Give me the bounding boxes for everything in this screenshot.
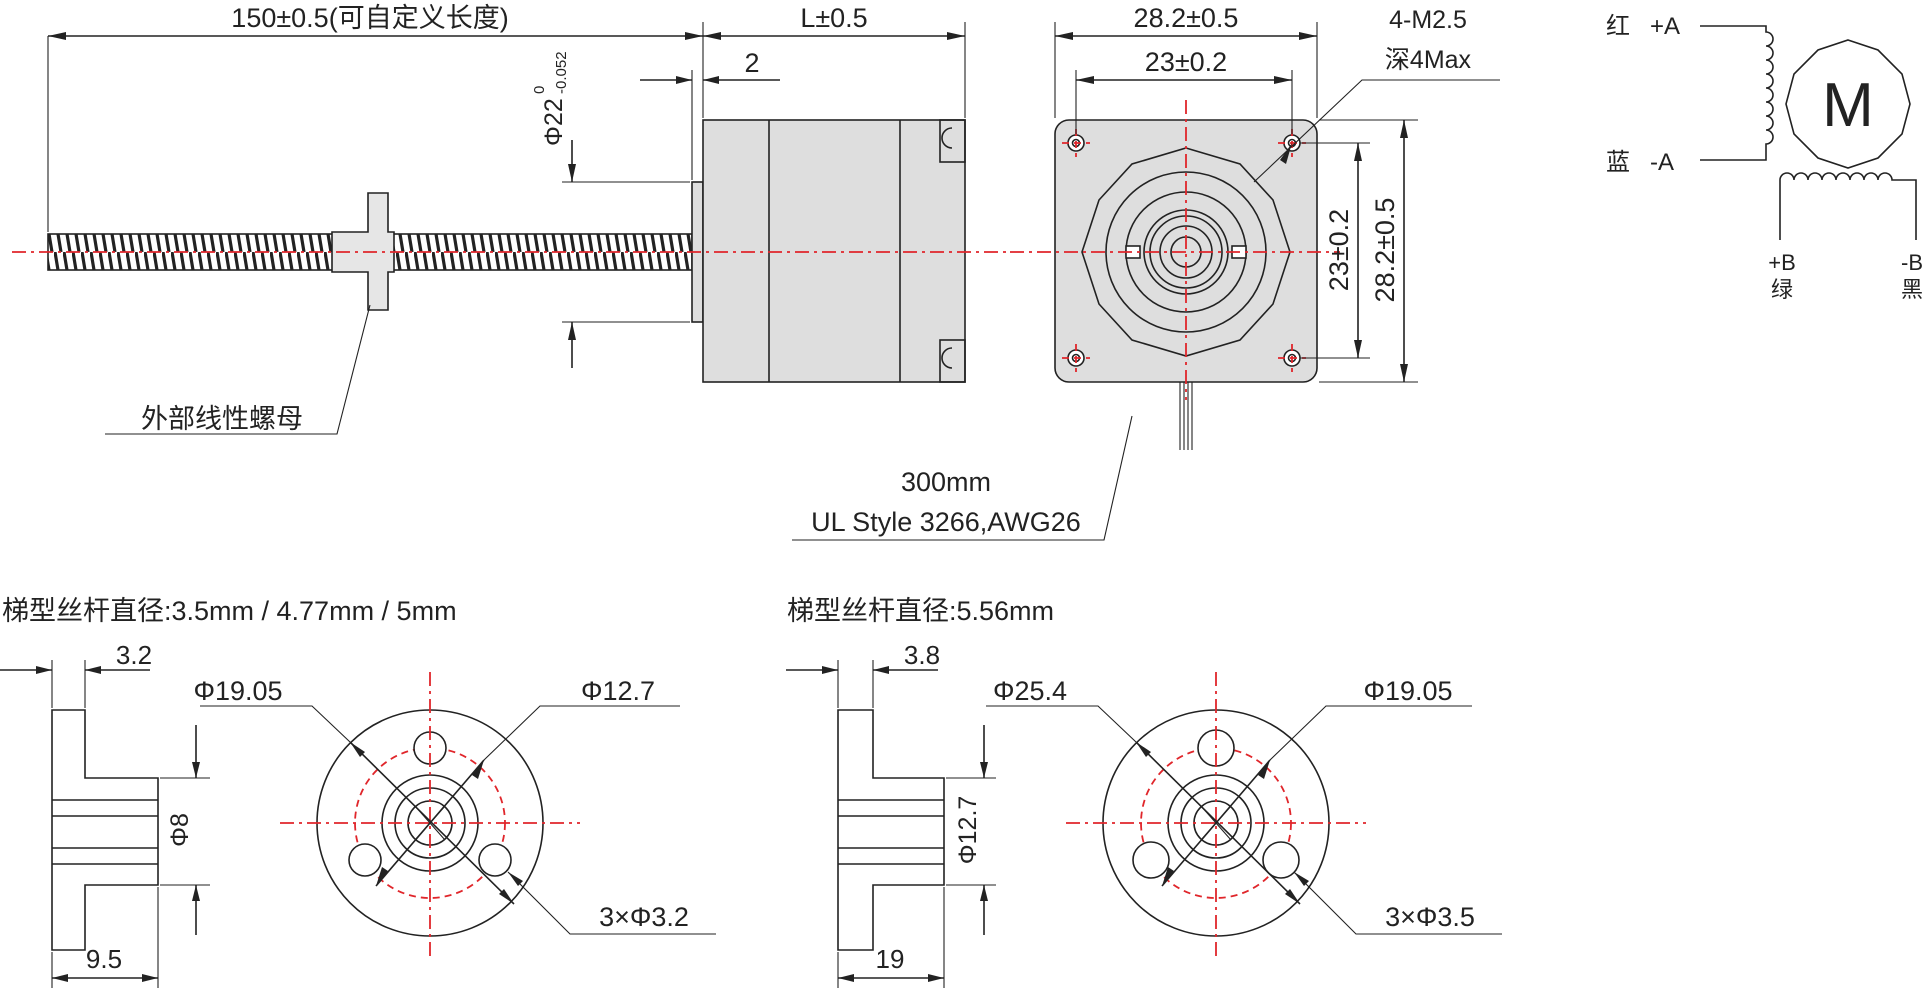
wire-b-plus-color: 绿 (1771, 277, 1793, 302)
wire-b-plus-label: +B (1768, 250, 1796, 275)
dim-boss-dia: Φ22 (540, 98, 568, 146)
nut-large-flange-thk: 3.8 (904, 640, 940, 670)
wiring-diagram: 红 +A 蓝 -A M +B 绿 -B 黑 (1606, 13, 1923, 302)
motor-symbol (1785, 39, 1911, 169)
nut-large-shank-dia: Φ12.7 (954, 796, 982, 865)
wire-a-minus-label: -A (1650, 149, 1674, 176)
nut-large-pcd: Φ19.05 (1363, 676, 1452, 706)
dim-total-length: 150±0.5(可自定义长度) (231, 3, 508, 33)
wire-a-minus-color: 蓝 (1606, 149, 1630, 176)
dim-width-outer: 28.2±0.5 (1134, 3, 1239, 33)
nut-small-shank-dia: Φ8 (166, 813, 194, 847)
coil-a (1700, 25, 1774, 161)
cable-length: 300mm (901, 467, 991, 497)
nut-large-flange-dia: Φ25.4 (993, 676, 1067, 706)
dim-height-inner: 23±0.2 (1324, 209, 1354, 291)
motor-body (702, 119, 966, 383)
motor-cable (1179, 382, 1193, 450)
wire-b-minus-color: 黑 (1901, 277, 1923, 302)
wire-a-plus-color: 红 (1606, 13, 1630, 40)
side-view: 150±0.5(可自定义长度) L±0.5 2 Φ22 0 -0.052 外部线… (12, 3, 1010, 435)
thread-callout-line1: 4-M2.5 (1389, 6, 1467, 34)
nut-small: 梯型丝杆直径:3.5mm / 4.77mm / 5mm 3.2 Φ8 9.5 (0, 596, 716, 988)
front-view: 28.2±0.5 23±0.2 23±0.2 28.2±0.5 4-M2.5 深… (792, 3, 1500, 541)
dim-motor-length: L±0.5 (800, 3, 867, 33)
dim-boss-tol-upper: 0 (531, 86, 548, 94)
cable-spec: UL Style 3266,AWG26 (811, 507, 1081, 537)
dim-height-outer: 28.2±0.5 (1370, 198, 1400, 303)
nut-small-pcd: Φ12.7 (581, 676, 655, 706)
nut-large-holes: 3×Φ3.5 (1385, 902, 1475, 932)
nut-large: 梯型丝杆直径:5.56mm 3.8 Φ12.7 19 (786, 596, 1502, 988)
nut-small-length: 9.5 (86, 944, 122, 974)
wire-a-plus-label: +A (1650, 13, 1680, 40)
dim-shoulder: 2 (744, 48, 759, 78)
coil-b (1779, 172, 1917, 240)
wire-b-minus-label: -B (1901, 250, 1923, 275)
label-external-nut: 外部线性螺母 (141, 404, 303, 434)
nut-small-holes: 3×Φ3.2 (599, 902, 689, 932)
dim-boss-tol-lower: -0.052 (553, 51, 570, 94)
dim-width-inner: 23±0.2 (1145, 47, 1227, 77)
thread-callout-line2: 深4Max (1385, 46, 1472, 74)
nut-large-caption: 梯型丝杆直径:5.56mm (787, 596, 1054, 626)
nut-large-length: 19 (876, 944, 905, 974)
nut-small-flange-thk: 3.2 (116, 640, 152, 670)
nut-small-caption: 梯型丝杆直径:3.5mm / 4.77mm / 5mm (2, 596, 457, 626)
nut-small-flange-dia: Φ19.05 (193, 676, 282, 706)
motor-symbol-text: M (1822, 71, 1874, 140)
